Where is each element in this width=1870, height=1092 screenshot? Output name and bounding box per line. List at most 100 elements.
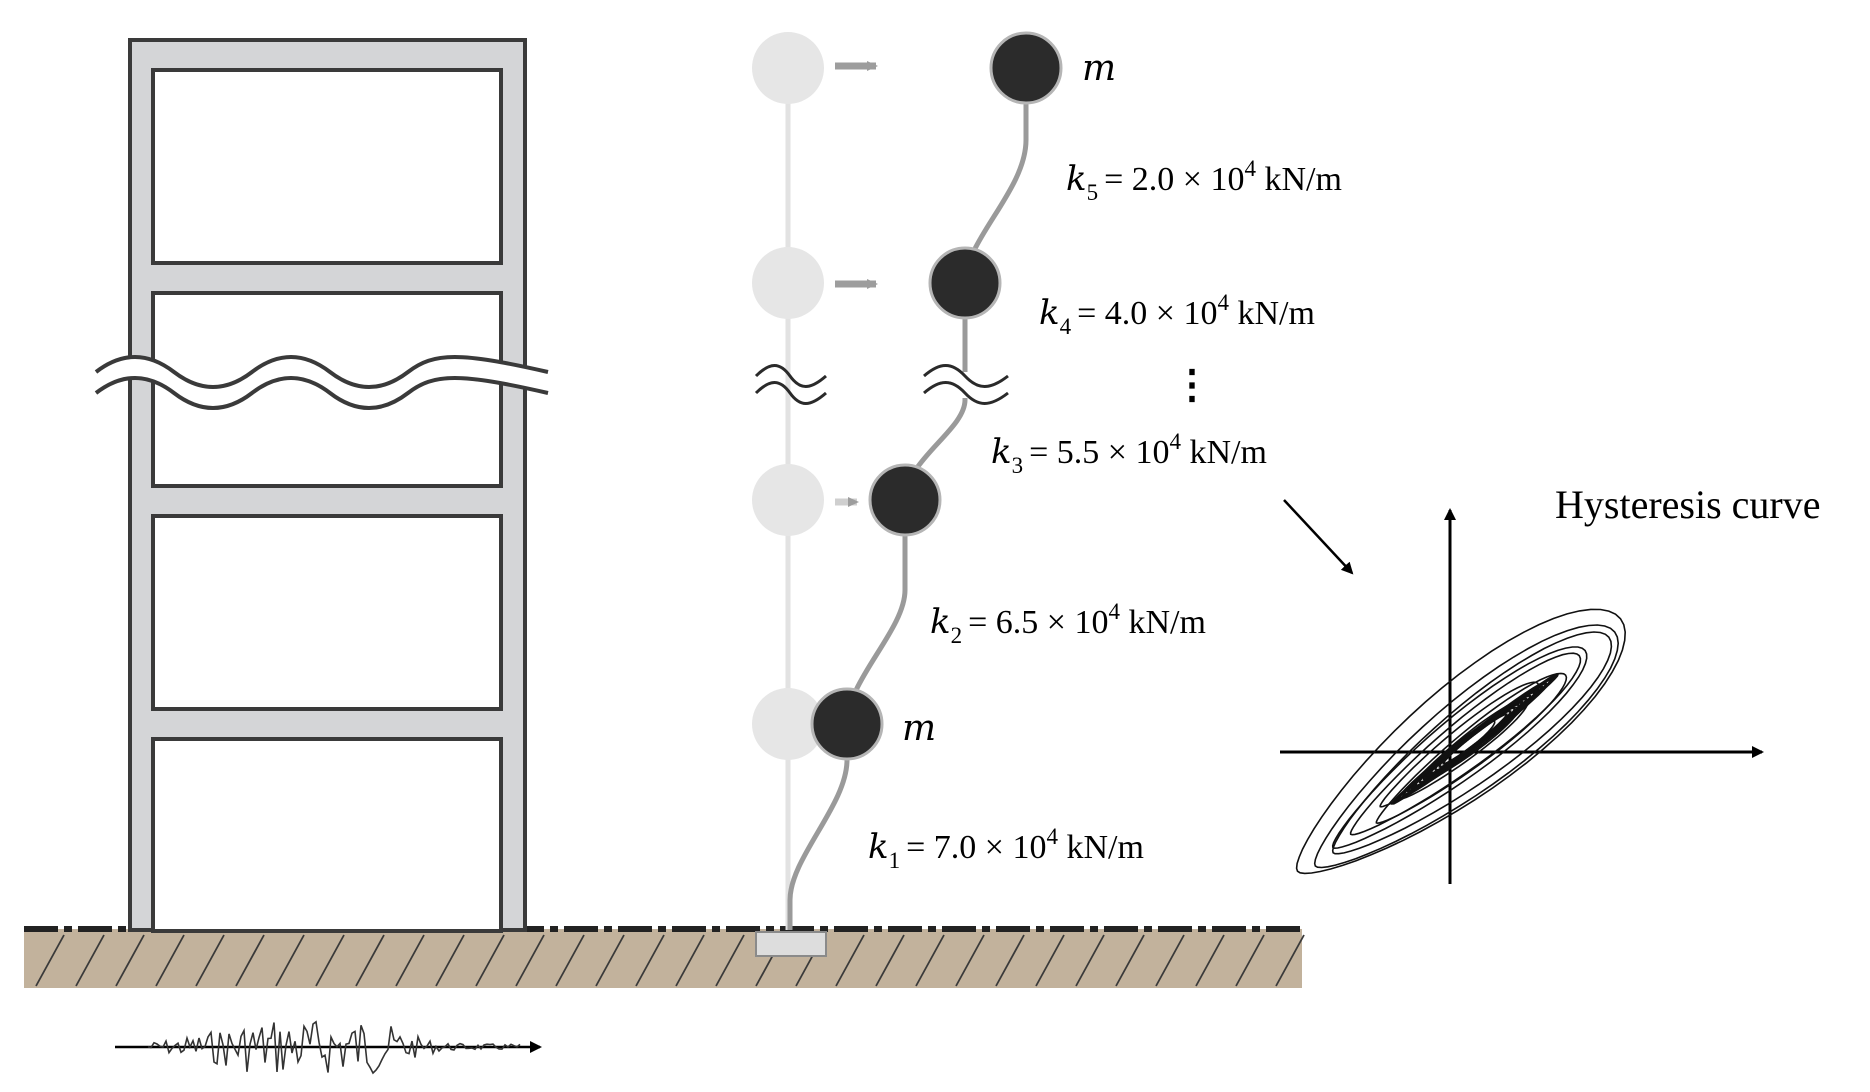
- mass-1: [810, 687, 884, 761]
- pointer-arrow: [1283, 499, 1354, 575]
- hysteresis-loops: [1295, 608, 1627, 875]
- hysteresis-loop: [1295, 608, 1627, 875]
- mass-4: [928, 246, 1002, 320]
- k3-exponent: 4: [1169, 429, 1181, 454]
- svg-text:k3= 5.5 × 104 kN/m: k3= 5.5 × 104 kN/m: [991, 429, 1267, 478]
- hatch-line: [955, 934, 985, 987]
- svg-text:k2= 6.5 × 104 kN/m: k2= 6.5 × 104 kN/m: [930, 599, 1206, 648]
- k5-equation: = 2.0 × 10: [1104, 161, 1244, 198]
- k5-unit: kN/m: [1256, 161, 1342, 198]
- hatch-line: [1115, 934, 1145, 987]
- hatch-line: [155, 934, 185, 987]
- k5-exponent: 4: [1244, 156, 1256, 181]
- svg-text:k1= 7.0 × 104 kN/m: k1= 7.0 × 104 kN/m: [868, 824, 1144, 873]
- k3-subscript: 3: [1012, 453, 1024, 478]
- hatch-line: [315, 934, 345, 987]
- hysteresis-loop: [1375, 672, 1568, 825]
- hatch-line: [715, 934, 745, 987]
- k4-exponent: 4: [1217, 290, 1229, 315]
- hysteresis-title: Hysteresis curve: [1555, 482, 1820, 527]
- hatch-line: [115, 934, 145, 987]
- k2-symbol: k: [930, 602, 951, 642]
- k1-exponent: 4: [1046, 824, 1058, 849]
- ghost-mass-5: [752, 32, 824, 104]
- spring-label-k2: k2= 6.5 × 104 kN/m: [930, 599, 1206, 648]
- frame-bay-1: [151, 737, 503, 933]
- k4-equation: = 4.0 × 10: [1077, 295, 1217, 332]
- base-plate: [755, 931, 827, 957]
- hatch-line: [355, 934, 385, 987]
- k3-symbol: k: [991, 432, 1012, 472]
- hatch-line: [395, 934, 425, 987]
- k2-equation: = 6.5 × 10: [968, 604, 1108, 641]
- spring-label-k1: k1= 7.0 × 104 kN/m: [868, 824, 1144, 873]
- k2-unit: kN/m: [1120, 604, 1206, 641]
- hatch-line: [475, 934, 505, 987]
- hatch-line: [995, 934, 1025, 987]
- k5-symbol: k: [1066, 159, 1087, 199]
- mass-2: [868, 463, 942, 537]
- k5-subscript: 5: [1087, 180, 1099, 205]
- hysteresis-loop: [1331, 646, 1588, 850]
- frame-break-fill: [96, 357, 548, 408]
- ellipsis-label: ⋮: [1172, 362, 1212, 407]
- mass-5: [989, 31, 1063, 105]
- ghost-mass-4: [752, 247, 824, 319]
- hysteresis-core-loop: [1398, 679, 1552, 799]
- hatch-line: [75, 934, 105, 987]
- frame-bay-2: [151, 514, 503, 711]
- svg-text:k4= 4.0 × 104 kN/m: k4= 4.0 × 104 kN/m: [1039, 290, 1315, 339]
- spring-label-k3: k3= 5.5 × 104 kN/m: [991, 429, 1267, 478]
- hysteresis-core-loop: [1426, 700, 1524, 778]
- ground-motion-record: [147, 1020, 521, 1075]
- spring-label-k4: k4= 4.0 × 104 kN/m: [1039, 290, 1315, 339]
- model-break-left: [754, 364, 827, 405]
- hatch-line: [195, 934, 225, 987]
- lumped-mass-model: [752, 31, 1063, 957]
- hatch-line: [1275, 934, 1305, 987]
- hysteresis-inset: Hysteresis curve: [1280, 482, 1820, 884]
- hatch-line: [595, 934, 625, 987]
- k3-unit: kN/m: [1181, 434, 1267, 471]
- ground-hatching: [35, 934, 1305, 987]
- k2-subscript: 2: [951, 623, 963, 648]
- hatch-line: [635, 934, 665, 987]
- hysteresis-loop: [1313, 624, 1620, 869]
- hatch-line: [915, 934, 945, 987]
- hatch-line: [515, 934, 545, 987]
- mass-label-bottom: m: [902, 708, 936, 749]
- k4-symbol: k: [1039, 293, 1060, 333]
- mass-label-top: m: [1082, 48, 1116, 89]
- k1-equation: = 7.0 × 10: [906, 829, 1046, 866]
- hatch-line: [1195, 934, 1225, 987]
- hatch-line: [875, 934, 905, 987]
- k1-symbol: k: [868, 827, 889, 867]
- ground-motion: [115, 1020, 542, 1075]
- k1-unit: kN/m: [1058, 829, 1144, 866]
- ground-soil: [24, 929, 1302, 988]
- hysteresis-loop: [1379, 681, 1540, 808]
- model-break-right: [922, 364, 1012, 405]
- hatch-line: [555, 934, 585, 987]
- building-frame: [94, 38, 549, 933]
- ground: [24, 926, 1305, 988]
- hatch-line: [235, 934, 265, 987]
- hatch-line: [835, 934, 865, 987]
- deformed-column: [787, 68, 1029, 930]
- hatch-line: [275, 934, 305, 987]
- hatch-line: [1155, 934, 1185, 987]
- hysteresis-core-loop: [1390, 673, 1560, 805]
- hatch-line: [35, 934, 65, 987]
- svg-text:k5= 2.0 × 104 kN/m: k5= 2.0 × 104 kN/m: [1066, 156, 1342, 205]
- frame-bay-5: [151, 68, 503, 265]
- k4-subscript: 4: [1060, 314, 1072, 339]
- frame-break-line-bottom: [94, 376, 549, 410]
- k1-subscript: 1: [889, 848, 901, 873]
- hatch-line: [1035, 934, 1065, 987]
- k4-unit: kN/m: [1229, 295, 1315, 332]
- hatch-line: [1235, 934, 1265, 987]
- hysteresis-loop: [1331, 631, 1613, 855]
- ghost-mass-2: [752, 464, 824, 536]
- k3-equation: = 5.5 × 10: [1029, 434, 1169, 471]
